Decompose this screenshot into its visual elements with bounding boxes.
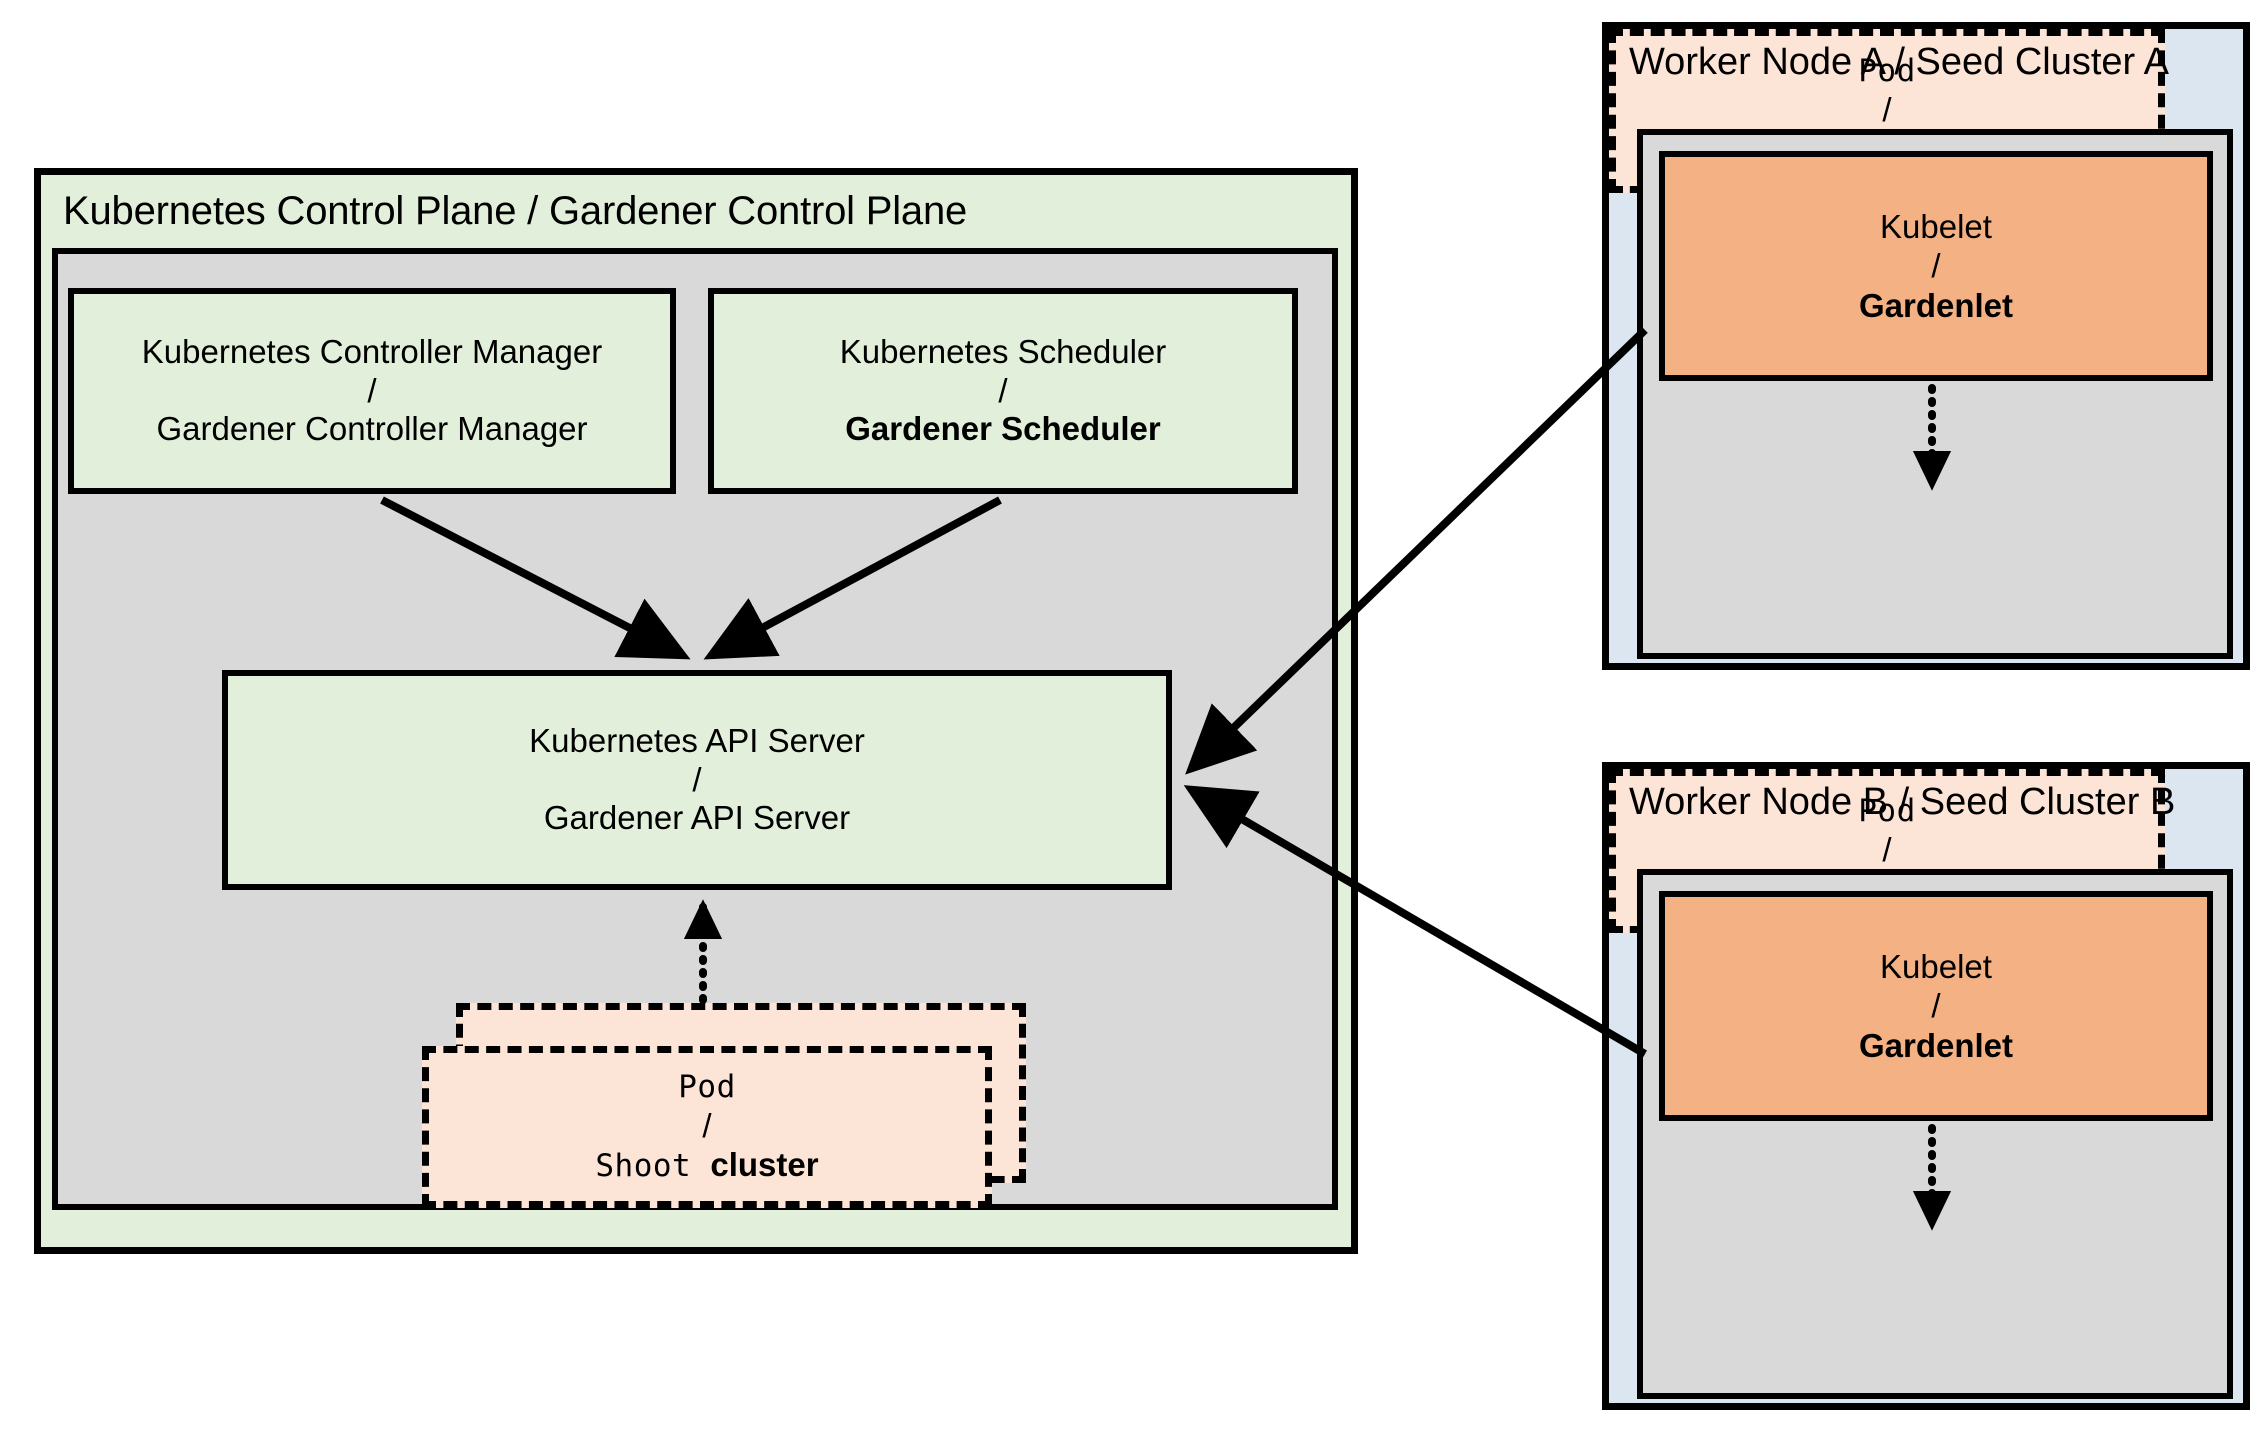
control-plane-title: Kubernetes Control Plane / Gardener Cont… <box>63 189 968 233</box>
api-server-line1: Kubernetes API Server <box>529 721 865 759</box>
worker-node-a-panel: Worker Node A / Seed Cluster A Kubelet /… <box>1602 22 2250 670</box>
kubelet-a-line1: Kubelet <box>1880 207 1992 245</box>
control-plane-pod-line2-mono: Shoot <box>595 1148 711 1185</box>
controller-manager-line2: Gardener Controller Manager <box>156 410 588 448</box>
controller-manager-separator: / <box>367 371 377 409</box>
pod-b-line1: Pod <box>1858 792 1916 829</box>
box-controller-manager[interactable]: Kubernetes Controller Manager / Gardener… <box>68 288 676 494</box>
api-server-line2: Gardener API Server <box>543 799 851 837</box>
kubelet-a-line2: Gardenlet <box>1858 286 2014 324</box>
control-plane-pod-line1: Pod <box>678 1068 736 1105</box>
scheduler-line2: Gardener Scheduler <box>845 410 1161 448</box>
pod-b-separator: / <box>1882 830 1892 868</box>
pod-a-line1: Pod <box>1858 52 1916 89</box>
kubelet-a-separator: / <box>1931 247 1941 285</box>
control-plane-pod-separator: / <box>702 1106 712 1144</box>
kubelet-b-separator: / <box>1931 987 1941 1025</box>
scheduler-separator: / <box>998 371 1008 409</box>
worker-node-b-title: Worker Node B / Seed Cluster B <box>1629 781 2176 823</box>
worker-node-a-title: Worker Node A / Seed Cluster A <box>1629 41 2170 83</box>
box-kubelet-a[interactable]: Kubelet / Gardenlet <box>1659 151 2213 381</box>
pod-a-separator: / <box>1882 90 1892 128</box>
box-api-server[interactable]: Kubernetes API Server / Gardener API Ser… <box>222 670 1172 890</box>
controller-manager-line1: Kubernetes Controller Manager <box>141 332 603 370</box>
kubelet-b-line2: Gardenlet <box>1858 1026 2014 1064</box>
box-kubelet-b[interactable]: Kubelet / Gardenlet <box>1659 891 2213 1121</box>
scheduler-line1: Kubernetes Scheduler <box>839 332 1167 370</box>
api-server-separator: / <box>692 760 702 798</box>
worker-node-b-panel: Worker Node B / Seed Cluster B Kubelet /… <box>1602 762 2250 1410</box>
control-plane-pod-line2: Shoot cluster <box>595 1145 818 1185</box>
box-scheduler[interactable]: Kubernetes Scheduler / Gardener Schedule… <box>708 288 1298 494</box>
control-plane-pod-line2-bold: cluster <box>710 1146 819 1184</box>
control-plane-pod[interactable]: Pod / Shoot cluster <box>422 1046 992 1208</box>
kubelet-b-line1: Kubelet <box>1880 947 1992 985</box>
